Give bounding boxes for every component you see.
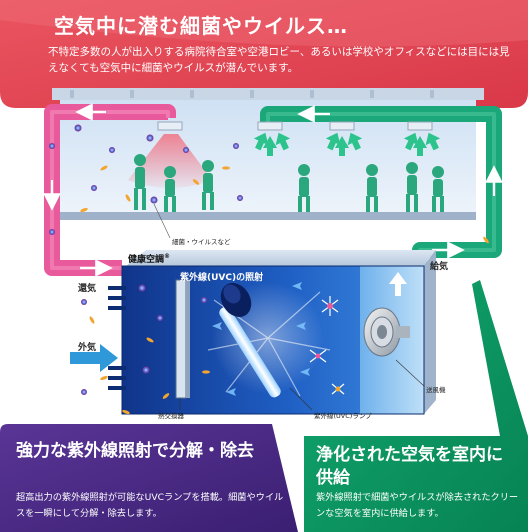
uvc-lamp-assembly xyxy=(207,282,331,398)
label-heat-exchanger: 熱交換器 xyxy=(158,412,184,420)
left-panel-body: 超高出力の紫外線照射が可能なUVCランプを搭載。細菌やウイルスを一瞬にして分解・… xyxy=(16,492,284,519)
room-microbes xyxy=(49,124,489,244)
contaminated-air-plume xyxy=(128,134,212,188)
label-return-air: 還気 xyxy=(78,284,97,294)
left-panel-title: 強力な紫外線照射で分解・除去 xyxy=(16,441,254,461)
label-leaders xyxy=(179,359,425,411)
person xyxy=(164,166,176,212)
clean-air-arrows xyxy=(253,132,441,156)
people xyxy=(134,154,444,212)
person xyxy=(366,164,378,212)
label-bacteria-virus: 細菌・ウイルスなど xyxy=(172,238,231,246)
person xyxy=(432,166,444,212)
right-panel-bg xyxy=(304,280,528,532)
right-panel-body: 紫外線照射で細菌やウイルスが除去されたクリーンな空気を室内に供給します。 xyxy=(316,492,519,519)
outside-air-arrow xyxy=(70,344,118,372)
person xyxy=(134,154,146,210)
label-supply-air: 給気 xyxy=(430,262,449,272)
left-panel-bg xyxy=(0,424,298,532)
label-blower: 送風機 xyxy=(426,386,446,394)
label-uvc-irradiation: 紫外線(UVC)の照射 xyxy=(180,273,264,283)
blower-fan xyxy=(363,272,410,357)
ceiling-grid xyxy=(70,90,434,98)
page-title: 空気中に潜む細菌やウイルス… xyxy=(54,14,348,38)
heat-exchanger xyxy=(175,279,190,399)
unit-microbes xyxy=(81,284,210,415)
return-inlet-vents xyxy=(108,286,126,390)
label-unit-text: 健康空調 xyxy=(128,255,165,265)
destroyed-microbes xyxy=(309,296,345,395)
header-band xyxy=(0,0,528,108)
label-uvc-lamp: 紫外線(UVC)ランプ xyxy=(314,412,372,420)
label-unit: 健康空調® xyxy=(128,252,170,265)
unit-airflow-arrows xyxy=(212,282,310,396)
header-description: 不特定多数の人が出入りする病院待合室や空港ロビー、あるいは学校やオフィスなどには… xyxy=(48,46,510,74)
right-panel-title: 浄化された空気を室内に供給 xyxy=(316,445,503,488)
ceiling-diffusers xyxy=(157,121,433,131)
microbe-callout-line xyxy=(153,203,171,239)
person xyxy=(298,164,310,212)
label-outside-air: 外気 xyxy=(78,343,97,353)
return-duct xyxy=(43,103,176,277)
person xyxy=(406,162,418,212)
person xyxy=(202,160,214,210)
label-unit-mark: ® xyxy=(164,253,171,260)
